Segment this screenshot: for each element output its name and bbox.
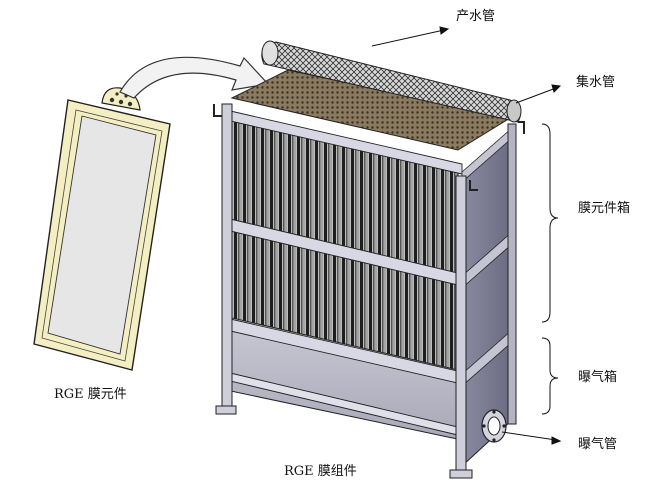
label-aeration-pipe: 曝气管 (578, 437, 618, 452)
back-right-post (507, 123, 517, 425)
label-leaders (371, 26, 562, 445)
left-post (221, 103, 233, 411)
label-collect-pipe: 集水管 (576, 75, 616, 90)
label-element-box: 膜元件箱 (578, 201, 631, 216)
label-aeration-box: 曝气箱 (578, 370, 618, 385)
label-product-pipe: 产水管 (456, 9, 496, 24)
caption-element: RGE 膜元件 (54, 387, 127, 402)
membrane-element (33, 87, 171, 371)
range-braces (541, 123, 559, 415)
aeration-pipe-flange (481, 409, 507, 443)
front-right-post (455, 175, 467, 477)
caption-module: RGE 膜组件 (284, 464, 357, 479)
membrane-module (213, 69, 525, 479)
element-membrane-sheet (47, 115, 157, 355)
collector-pipe (261, 40, 522, 123)
